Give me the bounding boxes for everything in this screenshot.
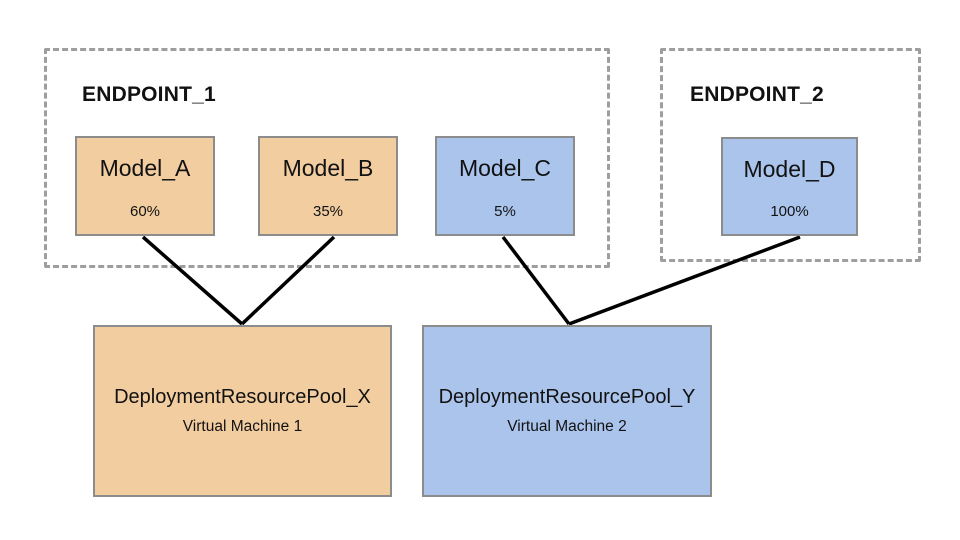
model-d-traffic-percent: 100% bbox=[770, 203, 809, 221]
model-d-title: Model_D bbox=[743, 155, 836, 182]
model-node-a[interactable]: Model_A 60% bbox=[75, 136, 215, 236]
endpoint-group-1-label: ENDPOINT_1 bbox=[82, 83, 216, 106]
model-c-traffic-percent: 5% bbox=[494, 202, 516, 220]
pool-x-title: DeploymentResourcePool_X bbox=[114, 386, 371, 408]
model-a-traffic-percent: 60% bbox=[129, 202, 161, 220]
endpoint-group-2-label: ENDPOINT_2 bbox=[690, 83, 824, 106]
deployment-resource-pool-x[interactable]: DeploymentResourcePool_X Virtual Machine… bbox=[93, 325, 392, 497]
pool-y-subtitle: Virtual Machine 2 bbox=[507, 418, 627, 435]
model-b-traffic-percent: 35% bbox=[312, 202, 344, 220]
deployment-resource-pool-y[interactable]: DeploymentResourcePool_Y Virtual Machine… bbox=[422, 325, 712, 497]
pool-y-title: DeploymentResourcePool_Y bbox=[438, 386, 696, 408]
model-node-b[interactable]: Model_B 35% bbox=[258, 136, 398, 236]
model-node-c[interactable]: Model_C 5% bbox=[435, 136, 575, 236]
model-b-title: Model_B bbox=[282, 155, 374, 182]
model-c-title: Model_C bbox=[458, 155, 552, 182]
model-node-d[interactable]: Model_D 100% bbox=[721, 137, 858, 236]
pool-x-subtitle: Virtual Machine 1 bbox=[182, 418, 303, 435]
model-a-title: Model_A bbox=[99, 155, 191, 182]
